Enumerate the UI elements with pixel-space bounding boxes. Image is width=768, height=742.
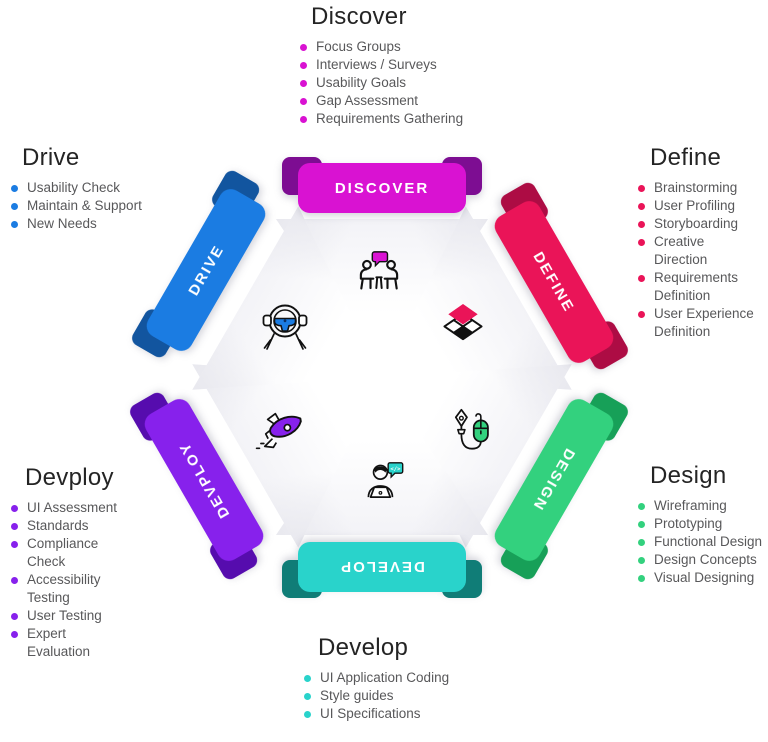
list-item: Usability Goals xyxy=(299,74,514,92)
design-list: Wireframing Prototyping Functional Desig… xyxy=(637,497,763,587)
list-item: Brainstorming xyxy=(637,179,761,197)
developer-laptop-icon: </> xyxy=(359,456,407,504)
pen-and-mouse-icon xyxy=(451,408,493,454)
list-item: New Needs xyxy=(10,215,180,233)
steering-wheel-icon xyxy=(259,300,311,352)
develop-section: Develop UI Application Coding Style guid… xyxy=(303,634,503,723)
drive-list: Usability Check Maintain & Support New N… xyxy=(10,179,180,233)
discover-title: Discover xyxy=(311,3,407,30)
list-item: Expert Evaluation xyxy=(10,625,132,661)
list-item: Focus Groups xyxy=(299,38,514,56)
discover-section: Discover Focus Groups Interviews / Surve… xyxy=(299,3,514,128)
list-item: Design Concepts xyxy=(637,551,763,569)
list-item: User Testing xyxy=(10,607,132,625)
design-section: Design Wireframing Prototyping Functiona… xyxy=(637,462,763,587)
define-title: Define xyxy=(650,144,722,171)
rocket-icon xyxy=(254,406,314,456)
devploy-section: Devploy UI Assessment Standards Complian… xyxy=(10,464,132,661)
drive-title: Drive xyxy=(22,144,80,171)
list-item: Compliance Check xyxy=(10,535,132,571)
list-item: Visual Designing xyxy=(637,569,763,587)
devploy-list: UI Assessment Standards Compliance Check… xyxy=(10,499,132,661)
list-item: User Profiling xyxy=(637,197,761,215)
list-item: Creative Direction xyxy=(637,233,761,269)
list-item: Accessibility Testing xyxy=(10,571,132,607)
design-title: Design xyxy=(650,462,727,489)
develop-ribbon-label: DEVELOP xyxy=(298,542,466,592)
list-item: Storyboarding xyxy=(637,215,761,233)
list-item: Gap Assessment xyxy=(299,92,514,110)
list-item: Functional Design xyxy=(637,533,763,551)
interview-people-icon xyxy=(354,248,404,295)
discover-list: Focus Groups Interviews / Surveys Usabil… xyxy=(299,38,514,128)
develop-title: Develop xyxy=(318,634,409,661)
list-item: Requirements Definition xyxy=(637,269,761,305)
list-item: Interviews / Surveys xyxy=(299,56,514,74)
define-list: Brainstorming User Profiling Storyboardi… xyxy=(637,179,761,341)
list-item: UI Assessment xyxy=(10,499,132,517)
list-item: UI Application Coding xyxy=(303,669,503,687)
drive-section: Drive Usability Check Maintain & Support… xyxy=(10,144,180,233)
list-item: Maintain & Support xyxy=(10,197,180,215)
list-item: User Experience Definition xyxy=(637,305,761,341)
layered-diamonds-icon xyxy=(437,302,489,345)
list-item: Requirements Gathering xyxy=(299,110,514,128)
list-item: Usability Check xyxy=(10,179,180,197)
develop-list: UI Application Coding Style guides UI Sp… xyxy=(303,669,503,723)
list-item: Wireframing xyxy=(637,497,763,515)
discover-ribbon: DISCOVER xyxy=(282,157,482,213)
list-item: Prototyping xyxy=(637,515,763,533)
list-item: UI Specifications xyxy=(303,705,503,723)
devploy-title: Devploy xyxy=(25,464,114,491)
code-glyph: </> xyxy=(390,466,401,472)
define-section: Define Brainstorming User Profiling Stor… xyxy=(637,144,761,341)
list-item: Style guides xyxy=(303,687,503,705)
discover-ribbon-label: DISCOVER xyxy=(298,163,466,213)
list-item: Standards xyxy=(10,517,132,535)
develop-ribbon: DEVELOP xyxy=(282,542,482,598)
